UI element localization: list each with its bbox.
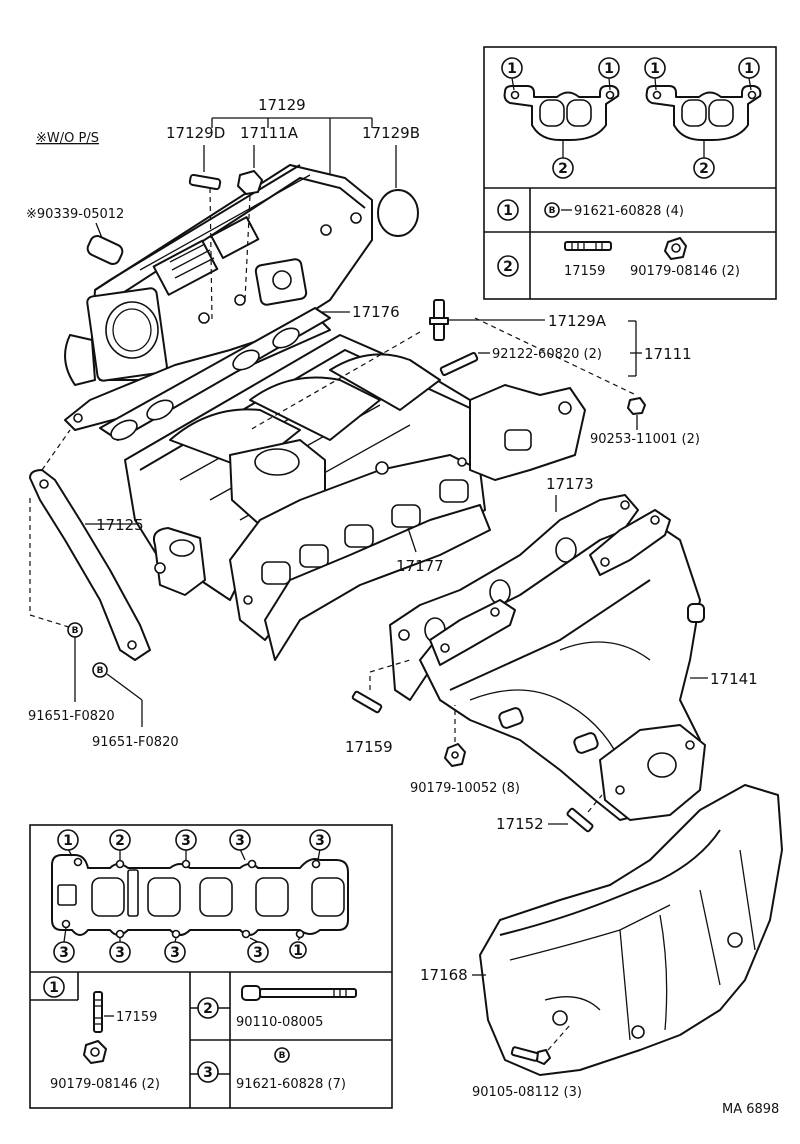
gasket-inset-top-right: 1 1 1 1 2 2 1 B 91621-60828 (4) 2 17159 … (483, 46, 777, 300)
callout-1: 1 (744, 61, 754, 77)
callout-1: 1 (63, 833, 73, 849)
drawing-code: MA 6898 (722, 1102, 779, 1117)
label-91651-f0820-b: 91651-F0820 (92, 735, 179, 750)
callout-1: 1 (507, 61, 517, 77)
label-90179-10052: 90179-10052 (8) (410, 781, 520, 796)
stud-17159-mid (351, 659, 411, 714)
callout-1: 1 (604, 61, 614, 77)
nut-icon (83, 1040, 107, 1064)
callout-3: 3 (170, 945, 180, 961)
label-17177: 17177 (396, 557, 444, 575)
label-90339-05012: ※90339-05012 (26, 207, 124, 222)
part-90179-08146: 90179-08146 (2) (50, 1077, 160, 1092)
gasket-17176 (99, 307, 350, 441)
label-17129a: 17129A (548, 312, 607, 330)
bolt-b-marker: B (279, 1051, 286, 1061)
label-17159: 17159 (345, 738, 393, 756)
cap-90339-05012 (86, 222, 124, 265)
bolt-icon (241, 985, 357, 1001)
plug-17129b (377, 189, 419, 237)
row-callout-2: 2 (203, 1001, 213, 1017)
stud-17129a (429, 299, 545, 341)
stud-icon (93, 991, 103, 1033)
inset-frame (29, 824, 393, 1109)
label-17111a: 17111A (240, 124, 299, 142)
part-17159: 17159 (564, 264, 605, 279)
label-17168: 17168 (420, 966, 468, 984)
label-90253-11001: 90253-11001 (2) (590, 432, 700, 447)
exhaust-manifold-17141 (389, 494, 708, 821)
nut-17111a (237, 170, 263, 301)
bolt-17129d (188, 173, 222, 321)
note-without-power-steering: ※W/O P/S (36, 131, 99, 146)
bolt-b-marker: B (97, 666, 104, 676)
callout-2: 2 (699, 161, 709, 177)
callout-3: 3 (315, 833, 325, 849)
stud-icon (564, 241, 612, 251)
callout-3: 3 (59, 945, 69, 961)
gasket-17177 (264, 504, 491, 661)
bolt-90105-08112 (510, 1024, 571, 1065)
heat-shield-17168 (472, 784, 783, 1076)
bolt-b-marker: B (72, 626, 79, 636)
bolt-b-marker: B (549, 206, 556, 216)
part-90110-08005: 90110-08005 (236, 1015, 323, 1030)
label-17152: 17152 (496, 815, 544, 833)
nut-icon (664, 237, 687, 260)
label-17125: 17125 (96, 516, 144, 534)
callout-3: 3 (115, 945, 125, 961)
part-91621-60828: 91621-60828 (7) (236, 1077, 346, 1092)
row-callout-3: 3 (203, 1065, 213, 1081)
label-17141: 17141 (710, 670, 758, 688)
callout-1: 1 (650, 61, 660, 77)
row-callout-2: 2 (503, 259, 513, 275)
callout-2: 2 (558, 161, 568, 177)
label-90105-08112: 90105-08112 (3) (472, 1085, 582, 1100)
bracket-17125 (29, 429, 151, 661)
inset-frame (483, 46, 777, 300)
stud-92122-60820 (439, 352, 490, 376)
stud-17152 (566, 794, 603, 833)
callout-1: 1 (293, 943, 303, 959)
row-callout-1: 1 (503, 203, 513, 219)
callout-3: 3 (235, 833, 245, 849)
label-17111: 17111 (644, 345, 692, 363)
label-17129d: 17129D (166, 124, 225, 142)
gasket-inset-bottom-left: 1 2 3 3 3 3 3 3 3 1 1 17159 90179-08146 … (29, 824, 393, 1109)
nut-90253-11001 (627, 397, 646, 430)
part-91621-60828: 91621-60828 (4) (574, 204, 684, 219)
label-17173: 17173 (546, 475, 594, 493)
label-17129: 17129 (258, 96, 306, 114)
nut-90179-10052 (444, 705, 466, 767)
label-92122-60820: 92122-60820 (2) (492, 347, 602, 362)
label-17129b: 17129B (362, 124, 420, 142)
callout-2: 2 (115, 833, 125, 849)
part-90179-08146: 90179-08146 (2) (630, 264, 740, 279)
callout-3: 3 (181, 833, 191, 849)
part-17159: 17159 (116, 1010, 157, 1025)
label-17176: 17176 (352, 303, 400, 321)
callout-3: 3 (253, 945, 263, 961)
row-callout-1: 1 (49, 980, 59, 996)
label-91651-f0820-a: 91651-F0820 (28, 709, 115, 724)
